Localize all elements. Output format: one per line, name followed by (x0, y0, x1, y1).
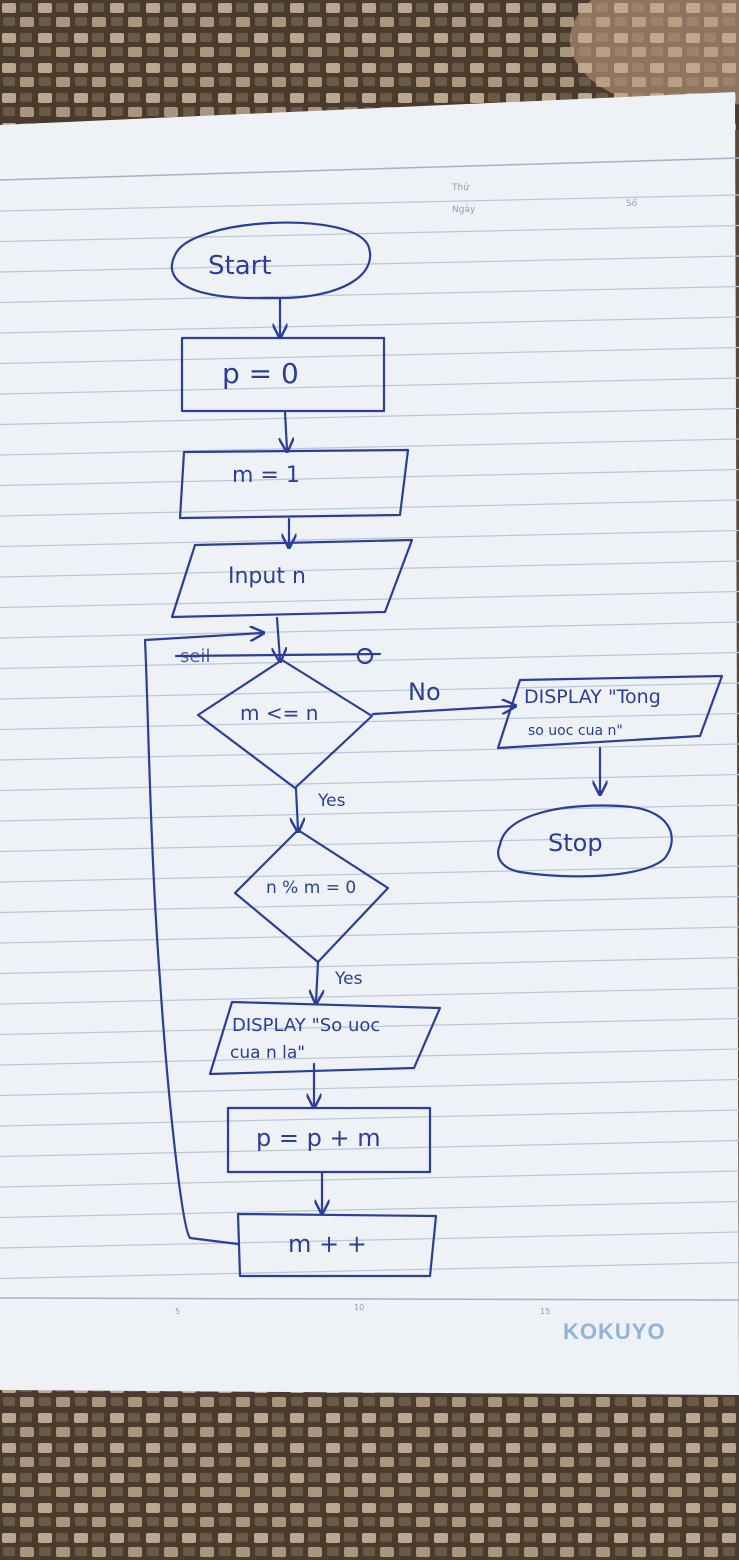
arrow-p-to-m (285, 410, 287, 450)
label-yes-2: Yes (334, 969, 363, 989)
process-init-p (180, 336, 386, 413)
process-accumulate-label: p = p + m (256, 1124, 381, 1152)
start-label: Start (208, 251, 272, 281)
ruled-line (0, 499, 739, 517)
paper-footer-line (0, 1297, 739, 1301)
crossed-out-scribble (356, 647, 374, 665)
ruled-line (0, 773, 739, 792)
ruled-line (0, 987, 739, 1005)
process-init-m (178, 448, 410, 520)
ruled-line (0, 834, 739, 853)
decision-loop-condition-label: m <= n (240, 701, 318, 725)
arrow-yes-to-display-divisor (316, 960, 318, 1002)
ruled-line (0, 1261, 739, 1280)
flowchart: Start p = 0 m = 1 Input n seil m <= n No… (143, 221, 724, 1278)
output-total-line1: DISPLAY "Tong (524, 686, 661, 708)
input-n-parallelogram (170, 538, 414, 619)
ruled-line (0, 529, 739, 548)
ruled-line (0, 438, 739, 456)
ruled-line (0, 316, 739, 334)
crossed-out-strike (174, 652, 382, 658)
paper-footer-number-10: 10 (354, 1303, 364, 1312)
paper-header-label-date: Ngày (452, 205, 476, 215)
ruled-line (0, 1078, 739, 1097)
ruled-line (0, 1048, 739, 1066)
ruled-line (0, 468, 739, 487)
process-increment (236, 1212, 438, 1278)
ruled-line (0, 956, 739, 975)
process-init-m-label: m = 1 (232, 463, 300, 488)
ruled-line (0, 743, 739, 761)
stop-terminator (497, 804, 673, 878)
fabric-shadow (570, 0, 739, 110)
stop-label: Stop (548, 829, 603, 857)
start-terminator (170, 221, 372, 300)
ruled-line (0, 285, 739, 304)
output-total-parallelogram (496, 674, 724, 750)
ruled-line (0, 804, 739, 822)
ruled-line (0, 1017, 739, 1036)
decision-divisor-condition-label: n % m = 0 (266, 878, 356, 898)
notebook-page: Thứ Ngày Số 5 10 15 KOKUYO (0, 92, 739, 1395)
label-yes-1: Yes (317, 791, 346, 811)
ruled-line (0, 682, 739, 700)
output-divisor-line1: DISPLAY "So uoc (232, 1015, 380, 1036)
fabric-background-bottom (0, 1380, 739, 1560)
ruled-line (0, 865, 739, 883)
ruled-line (0, 1139, 739, 1158)
process-init-p-label: p = 0 (222, 357, 299, 390)
ruled-line (0, 590, 739, 609)
ruled-line (0, 621, 739, 639)
ruled-line (0, 895, 739, 914)
ruled-line (0, 407, 739, 426)
input-n-label: Input n (228, 564, 306, 589)
process-increment-label: m + + (288, 1230, 367, 1258)
ruled-line (0, 560, 739, 578)
arrow-input-to-decision (277, 616, 280, 660)
arrow-no-branch (371, 706, 514, 716)
ruled-line (0, 712, 739, 731)
arrow-yes-to-divisor (296, 787, 298, 830)
ruled-line (0, 1109, 739, 1127)
ruled-line (0, 1170, 739, 1188)
brand-logo: KOKUYO (563, 1319, 666, 1344)
ruled-line (0, 377, 739, 395)
paper-header-line (0, 157, 739, 181)
output-divisor-line2: cua n la" (230, 1043, 305, 1063)
paper-footer-number-15: 15 (540, 1307, 550, 1316)
ruled-line (0, 1231, 739, 1249)
ruled-line (0, 926, 739, 944)
loop-back-connector (143, 633, 262, 1246)
paper-ruled-lines (0, 194, 739, 1280)
ruled-line (0, 1200, 739, 1219)
paper-footer-number-5: 5 (175, 1307, 180, 1316)
output-divisor-parallelogram (208, 1000, 442, 1076)
paper-header-label-day: Thứ (451, 183, 470, 193)
ruled-line (0, 224, 739, 243)
paper-header-label-number: Số (626, 198, 638, 209)
output-total-line2: so uoc cua n" (528, 723, 623, 739)
label-no: No (408, 678, 441, 706)
ruled-line (0, 346, 739, 365)
decision-loop-condition (196, 658, 374, 790)
ruled-line (0, 194, 739, 212)
process-accumulate (226, 1106, 432, 1174)
